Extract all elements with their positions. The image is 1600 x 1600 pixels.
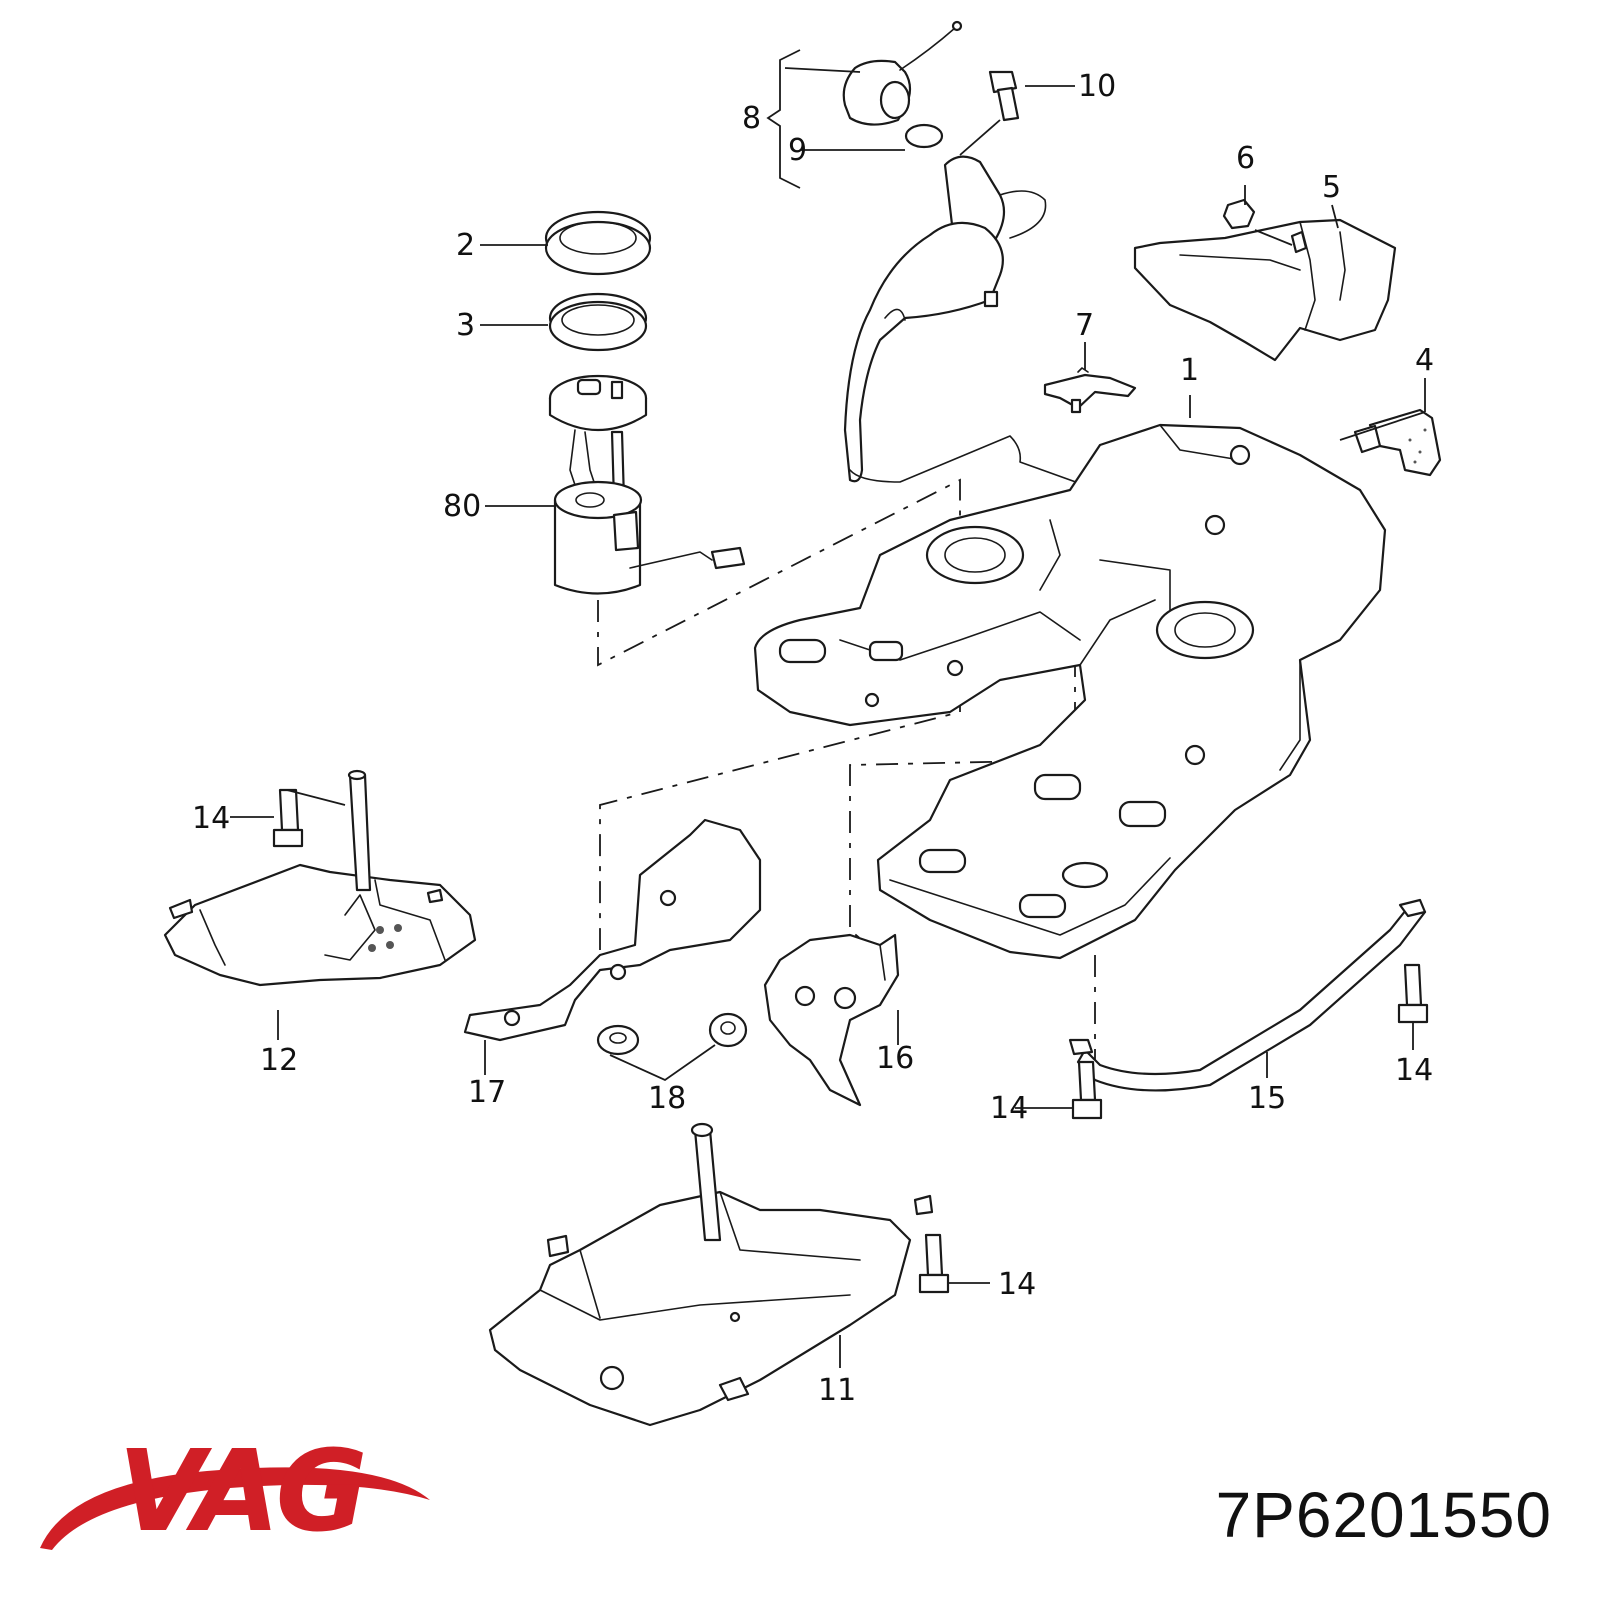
bracket-7	[1043, 367, 1137, 414]
callout-15: 15	[1248, 1081, 1286, 1116]
callout-6: 6	[1236, 141, 1255, 176]
callout-11: 11	[818, 1373, 856, 1408]
bracket-17	[463, 818, 762, 1042]
callout-14-shield: 14	[998, 1267, 1036, 1302]
bolt-14c	[1397, 963, 1429, 1024]
bolt-14b	[1071, 1060, 1103, 1120]
heat-shield-12	[163, 769, 477, 987]
filler-neck	[843, 155, 1047, 483]
logo-text: VAG	[118, 1427, 364, 1557]
callout-18: 18	[648, 1081, 686, 1116]
callout-80: 80	[443, 489, 481, 524]
callout-2: 2	[456, 228, 475, 263]
breather-line	[849, 435, 1216, 533]
seal-ring	[904, 123, 944, 149]
callout-4: 4	[1415, 343, 1434, 378]
bolt-10	[988, 70, 1020, 122]
callout-14-bottom: 14	[990, 1091, 1028, 1126]
fuel-tank	[753, 423, 1387, 960]
bolt-14d	[918, 1233, 950, 1294]
callout-10: 10	[1078, 69, 1116, 104]
callout-8: 8	[742, 101, 761, 136]
bolt-14a	[272, 788, 304, 848]
lock-ring-2	[544, 210, 652, 276]
callout-17: 17	[468, 1075, 506, 1110]
seal-ring-3	[548, 292, 648, 352]
callout-3: 3	[456, 308, 475, 343]
heat-shield-16	[763, 933, 900, 1107]
part-number: 7P6201550	[1215, 1479, 1552, 1551]
tank-strap-15	[1068, 898, 1427, 1092]
callout-12: 12	[260, 1043, 298, 1078]
heat-shield-5	[1133, 218, 1397, 362]
callout-9: 9	[788, 133, 807, 168]
heat-shield-11	[488, 1122, 934, 1427]
fuel-pump-80	[548, 374, 746, 595]
nut-6	[1222, 198, 1256, 230]
callout-14-left: 14	[192, 801, 230, 836]
callout-14-right: 14	[1395, 1053, 1433, 1088]
callout-5: 5	[1322, 170, 1341, 205]
callout-labels: 8 9 10 6 5 2 3 7 1 4 80 14 12 17 18 16 1…	[192, 69, 1434, 1408]
callout-7: 7	[1075, 308, 1094, 343]
leader-lines	[230, 49, 1426, 1368]
hose-4	[1353, 408, 1442, 477]
vag-logo: VAG	[40, 1427, 430, 1557]
grommet-18a	[596, 1024, 640, 1056]
callout-1: 1	[1180, 353, 1199, 388]
logo-swoosh	[40, 1467, 430, 1550]
filler-cap	[842, 20, 963, 126]
callout-16: 16	[876, 1041, 914, 1076]
grommet-18b	[708, 1012, 748, 1048]
